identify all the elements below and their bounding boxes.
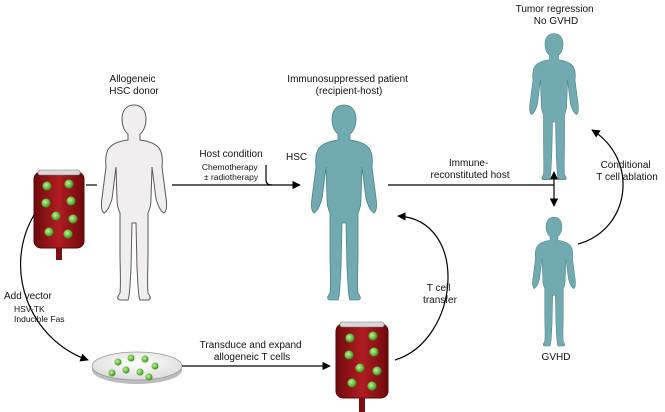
add-vector-label: Add vector: [4, 291, 52, 302]
hsc-label: HSC: [286, 152, 307, 163]
arrow-hsc: [265, 165, 273, 186]
conditional-ablation-label: Conditional T cell ablation: [596, 160, 658, 183]
arrow-add-vector: [20, 214, 89, 362]
transduce-label: Transduce and expand allogeneic T cells: [200, 340, 305, 363]
host-condition-label: Host condition: [199, 149, 262, 160]
patient-figure: [310, 104, 378, 301]
blood-bag-donor: [33, 169, 85, 260]
transduced-cells: [344, 331, 382, 391]
arrow-t-cell-transfer: [394, 212, 449, 361]
t-cell-transfer-label: T cell transfer: [423, 283, 458, 306]
tumor-regression-label: Tumor regression No GVHD: [516, 4, 597, 27]
petri-dish: [91, 351, 183, 384]
donor-cells: [41, 179, 78, 239]
gvhd-label: GVHD: [542, 352, 571, 363]
donor-label: Allogeneic HSC donor: [109, 74, 159, 97]
patient-label: Immunosuppressed patient (recipient-host…: [287, 74, 410, 97]
tumor-regression-figure: [529, 33, 579, 181]
add-vector-detail: HSV-TK Inducible Fas: [14, 304, 65, 324]
blood-bag-transduced: [335, 321, 389, 412]
host-condition-detail: Chemotherapy ± radiotherapy: [202, 162, 260, 182]
donor-figure: [100, 104, 168, 301]
immune-reconstituted-label: Immune- reconstituted host: [431, 158, 510, 181]
arrow-conditional-ablation: [577, 129, 624, 245]
arrows: [20, 129, 624, 371]
gvhd-figure: [532, 216, 576, 347]
